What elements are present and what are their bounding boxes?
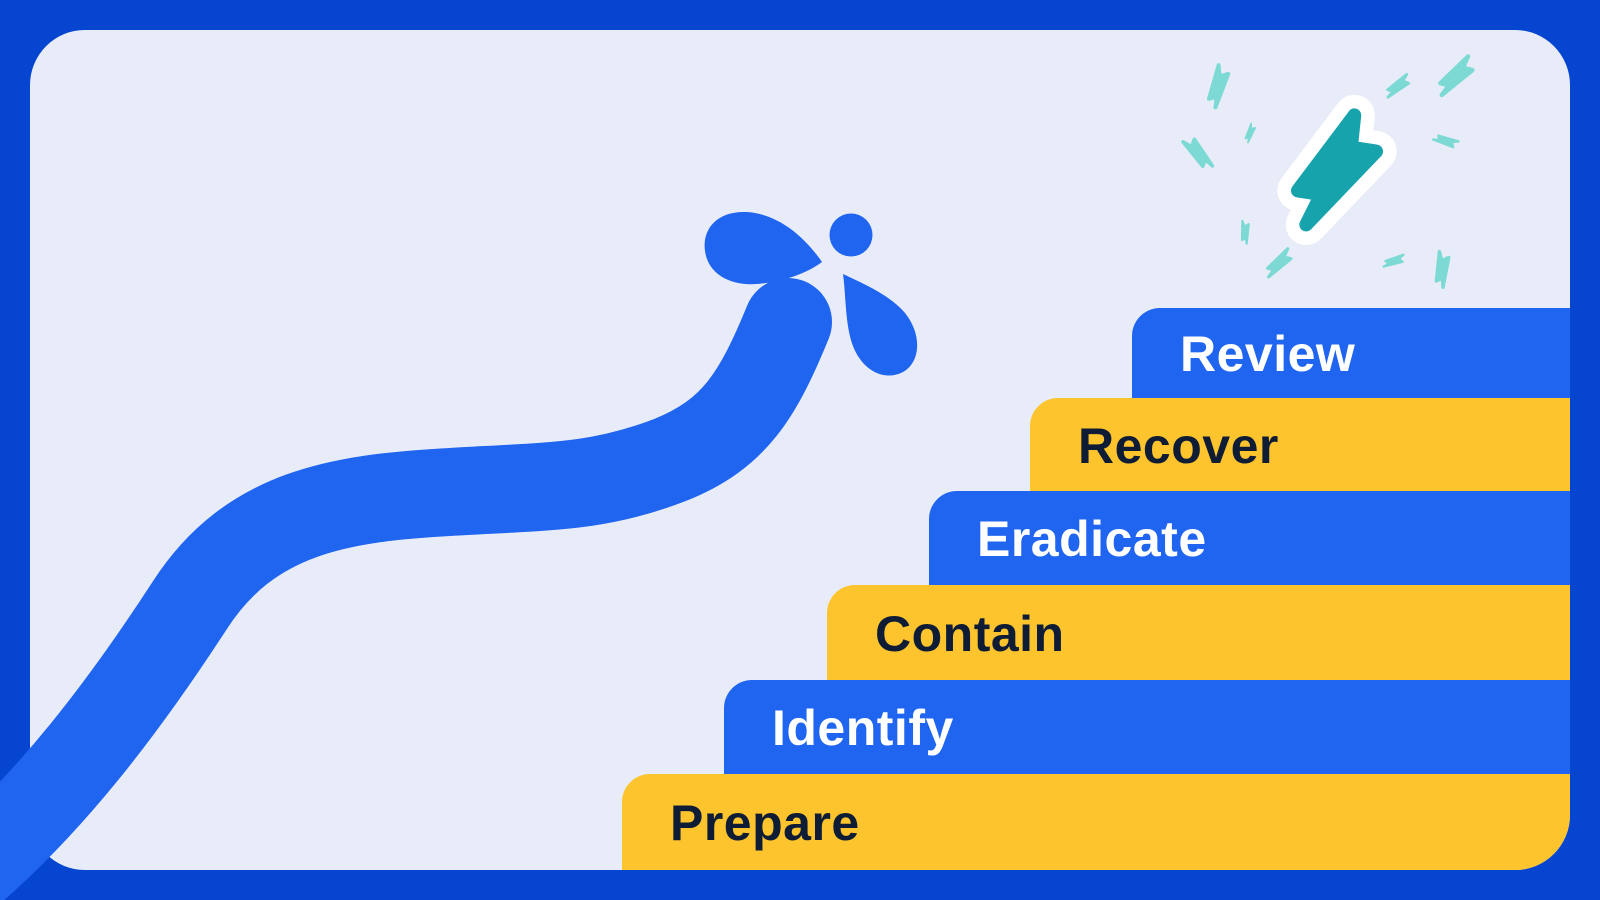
step-identify-label: Identify — [772, 700, 954, 756]
step-identify: Identify — [724, 680, 1570, 774]
step-eradicate-label: Eradicate — [977, 511, 1207, 567]
step-eradicate: Eradicate — [929, 491, 1570, 585]
step-prepare-label: Prepare — [670, 795, 860, 851]
step-review: Review — [1132, 308, 1570, 398]
step-prepare: Prepare — [622, 774, 1570, 870]
rounded-panel: Review Recover Eradicate Contain Identif… — [30, 30, 1570, 870]
step-recover: Recover — [1030, 398, 1570, 491]
step-review-label: Review — [1180, 326, 1356, 382]
step-contain: Contain — [827, 585, 1570, 680]
step-contain-label: Contain — [875, 605, 1065, 662]
step-recover-label: Recover — [1078, 417, 1279, 474]
